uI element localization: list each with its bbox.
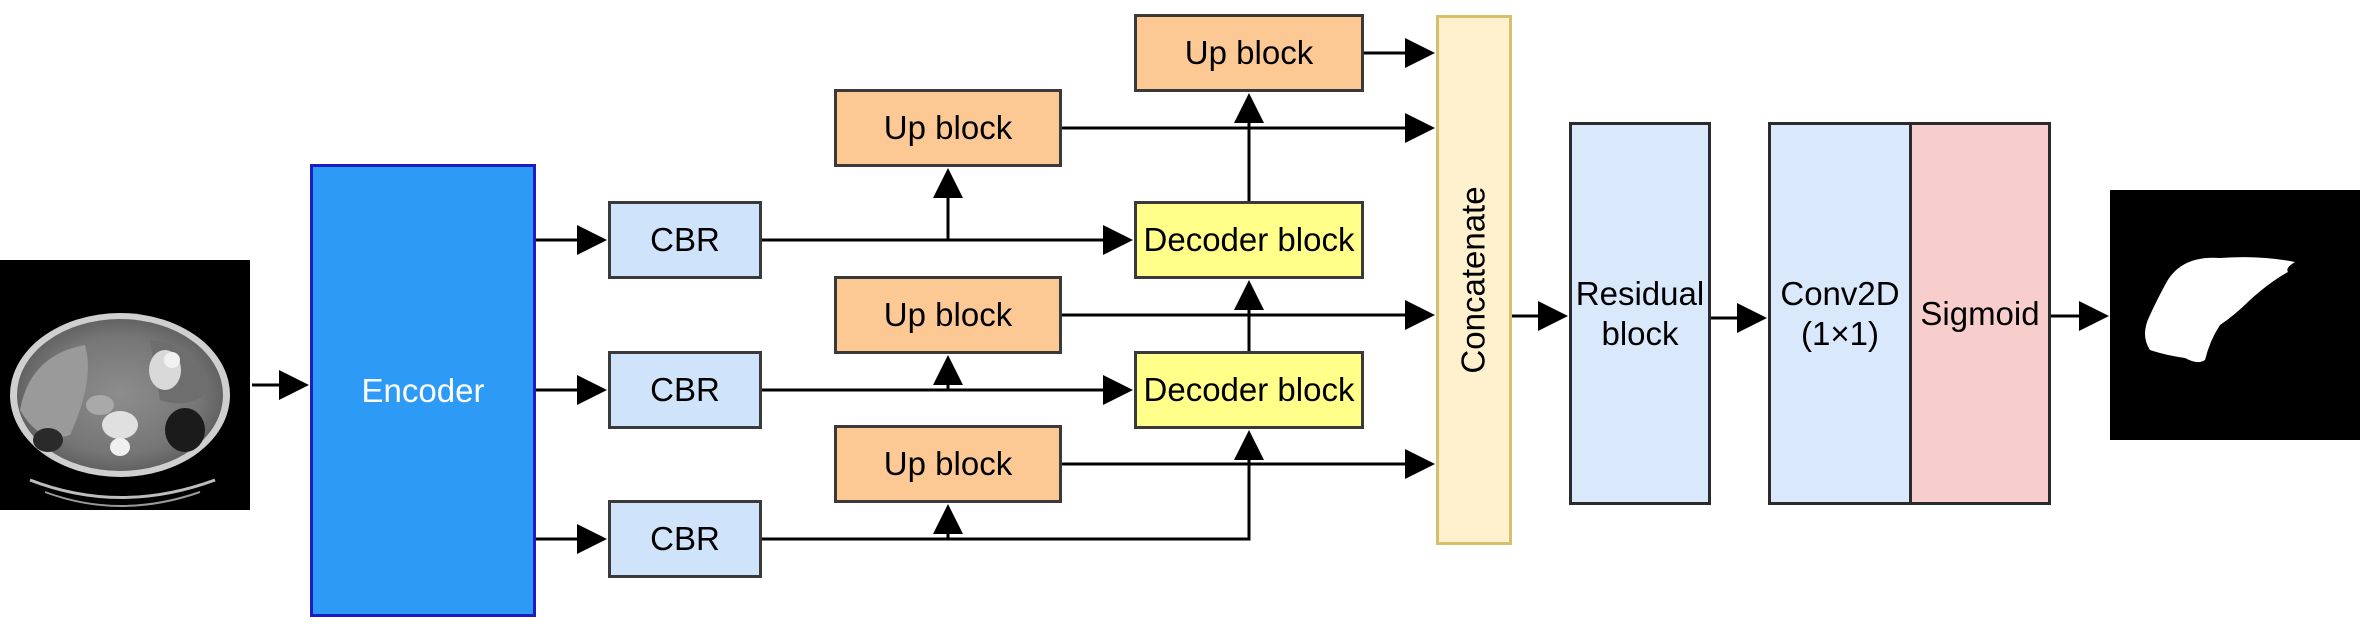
residual-block: Residual block (1569, 122, 1711, 505)
up-block-4: Up block (1134, 14, 1364, 92)
encoder-block: Encoder (310, 164, 536, 617)
decoder-block-bottom: Decoder block (1134, 351, 1364, 429)
conv2d-block: Conv2D (1×1) (1768, 122, 1912, 505)
cbr-block-middle: CBR (608, 351, 762, 429)
up-block-3: Up block (834, 425, 1062, 503)
up-block-1: Up block (834, 89, 1062, 167)
sigmoid-label: Sigmoid (1920, 294, 2040, 332)
up-block-label: Up block (883, 445, 1013, 482)
input-ct-image (0, 260, 250, 510)
up-block-label: Up block (883, 296, 1013, 333)
conv2d-label: Conv2D (1×1) (1780, 274, 1900, 352)
encoder-label: Encoder (361, 371, 485, 409)
cbr-label: CBR (650, 520, 720, 557)
decoder-block-label: Decoder block (1143, 371, 1355, 408)
up-block-2: Up block (834, 276, 1062, 354)
decoder-block-label: Decoder block (1143, 221, 1355, 258)
cbr-block-top: CBR (608, 201, 762, 279)
cbr-label: CBR (650, 371, 720, 408)
residual-label: Residual block (1575, 274, 1705, 352)
cbr-label: CBR (650, 221, 720, 258)
sigmoid-block: Sigmoid (1909, 122, 2051, 505)
cbr-block-bottom: CBR (608, 500, 762, 578)
decoder-block-top: Decoder block (1134, 201, 1364, 279)
concatenate-block: Concatenate (1436, 15, 1512, 545)
output-mask-image (2110, 190, 2360, 440)
up-block-label: Up block (1184, 34, 1314, 71)
up-block-label: Up block (883, 109, 1013, 146)
arrow-cbr-bottom-to-decoder-bottom (762, 430, 1264, 541)
